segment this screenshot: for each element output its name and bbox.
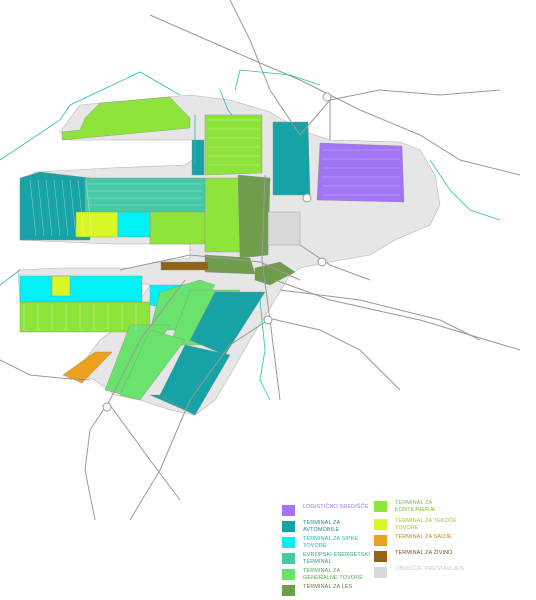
map-legend: LOGISTIČNO SREDIŠČE TERMINAL ZA AVTOMOBIL… <box>282 498 532 598</box>
legend-swatch <box>374 501 387 512</box>
warehouse-line <box>69 179 77 237</box>
road <box>299 89 501 136</box>
terminal-block-cars <box>191 139 205 176</box>
legend-swatch <box>282 521 295 532</box>
road <box>229 0 301 136</box>
terminal-block-liquid <box>75 211 119 238</box>
legend-item: TERMINAL ZA LES <box>282 584 373 596</box>
terminal-block-liquid <box>51 275 71 297</box>
terminal-block-timber <box>237 174 271 259</box>
terminal-block-containers <box>61 96 191 141</box>
warehouse-line <box>77 179 85 237</box>
legend-swatch <box>374 551 387 562</box>
warehouse-line <box>37 179 45 237</box>
roundabout <box>102 402 112 412</box>
legend-label: LOGISTIČNO SREDIŠČE <box>303 504 369 510</box>
coastline <box>429 159 501 221</box>
road <box>299 244 371 281</box>
terminal-block-livestock <box>160 261 209 271</box>
coastline <box>259 299 271 401</box>
legend-item: TERMINAL ZA SIPKE TOVORE <box>282 536 373 549</box>
terminal-block-containers <box>204 114 263 176</box>
legend-item: TERMINAL ZA TEKOČE TOVORE <box>374 518 465 531</box>
terminal-block-fruit <box>62 351 113 384</box>
roundabout <box>263 315 273 325</box>
road <box>274 279 521 351</box>
coastline <box>234 69 321 91</box>
road <box>84 399 111 521</box>
legend-item: TERMINAL ZA GENERALNE TOVORE <box>282 568 373 581</box>
terminal-block-timber <box>204 254 256 275</box>
legend-label: TERMINAL ZA SIPKE TOVORE <box>303 536 359 549</box>
legend-swatch <box>282 585 295 596</box>
legend-swatch <box>282 553 295 564</box>
terminal-block-bulk <box>117 211 151 238</box>
terminal-block-energy <box>84 177 206 213</box>
warehouse-line <box>45 179 53 237</box>
legend-swatch <box>282 505 295 516</box>
road <box>109 404 181 501</box>
legend-item: EVROPSKI ENERGETSKI TERMINAL <box>282 552 373 565</box>
legend-swatch <box>282 537 295 548</box>
road <box>119 254 301 281</box>
legend-item: TERMINAL ZA KONTEJNERJE <box>374 500 465 513</box>
terminal-block-bulk <box>19 275 143 303</box>
legend-label: TERMINAL ZA LES <box>303 584 353 590</box>
terminal-block-general <box>119 329 186 401</box>
terminal-block-containers <box>149 211 206 245</box>
road <box>0 359 91 381</box>
legend-label: TERMINAL ZA GENERALNE TOVORE <box>303 568 364 581</box>
legend-label: TERMINAL ZA SADJE <box>395 534 452 540</box>
legend-label: EVROPSKI ENERGETSKI TERMINAL <box>303 552 371 565</box>
legend-label: TERMINAL ZA AVTOMOBILE <box>303 520 340 533</box>
roundabout <box>322 92 332 102</box>
road <box>267 317 401 391</box>
terminal-block-cars <box>149 394 196 416</box>
legend-swatch <box>374 567 387 578</box>
legend-item: TERMINAL ZA ŽIVINO <box>374 550 465 562</box>
warehouse-line <box>53 179 61 237</box>
coastline <box>219 89 233 116</box>
warehouse-line <box>29 179 37 237</box>
legend-label: TERMINAL ZA ŽIVINO <box>395 550 453 556</box>
legend-item: OBMOČJE PRESTAVLJEN <box>374 566 465 578</box>
roundabout <box>302 193 312 203</box>
legend-label: TERMINAL ZA KONTEJNERJE <box>395 500 436 513</box>
road <box>149 14 521 176</box>
legend-label: OBMOČJE PRESTAVLJEN <box>395 566 464 572</box>
coastline <box>0 71 181 161</box>
legend-item: TERMINAL ZA AVTOMOBILE <box>282 520 373 533</box>
coastline <box>0 269 21 286</box>
terminal-block-cars <box>272 121 311 196</box>
legend-swatch <box>374 519 387 530</box>
legend-swatch <box>282 569 295 580</box>
terminal-block-containers <box>19 301 151 333</box>
legend-item: TERMINAL ZA SADJE <box>374 534 465 546</box>
terminal-block-logistics <box>316 142 405 203</box>
roundabout <box>317 257 327 267</box>
road <box>109 279 186 401</box>
warehouse-line <box>85 179 93 237</box>
legend-swatch <box>374 535 387 546</box>
road <box>279 289 481 341</box>
warehouse-line <box>61 179 69 237</box>
road <box>129 319 269 521</box>
legend-label: TERMINAL ZA TEKOČE TOVORE <box>395 518 457 531</box>
legend-item: LOGISTIČNO SREDIŠČE <box>282 504 373 516</box>
terminal-block-reserve <box>267 211 301 246</box>
